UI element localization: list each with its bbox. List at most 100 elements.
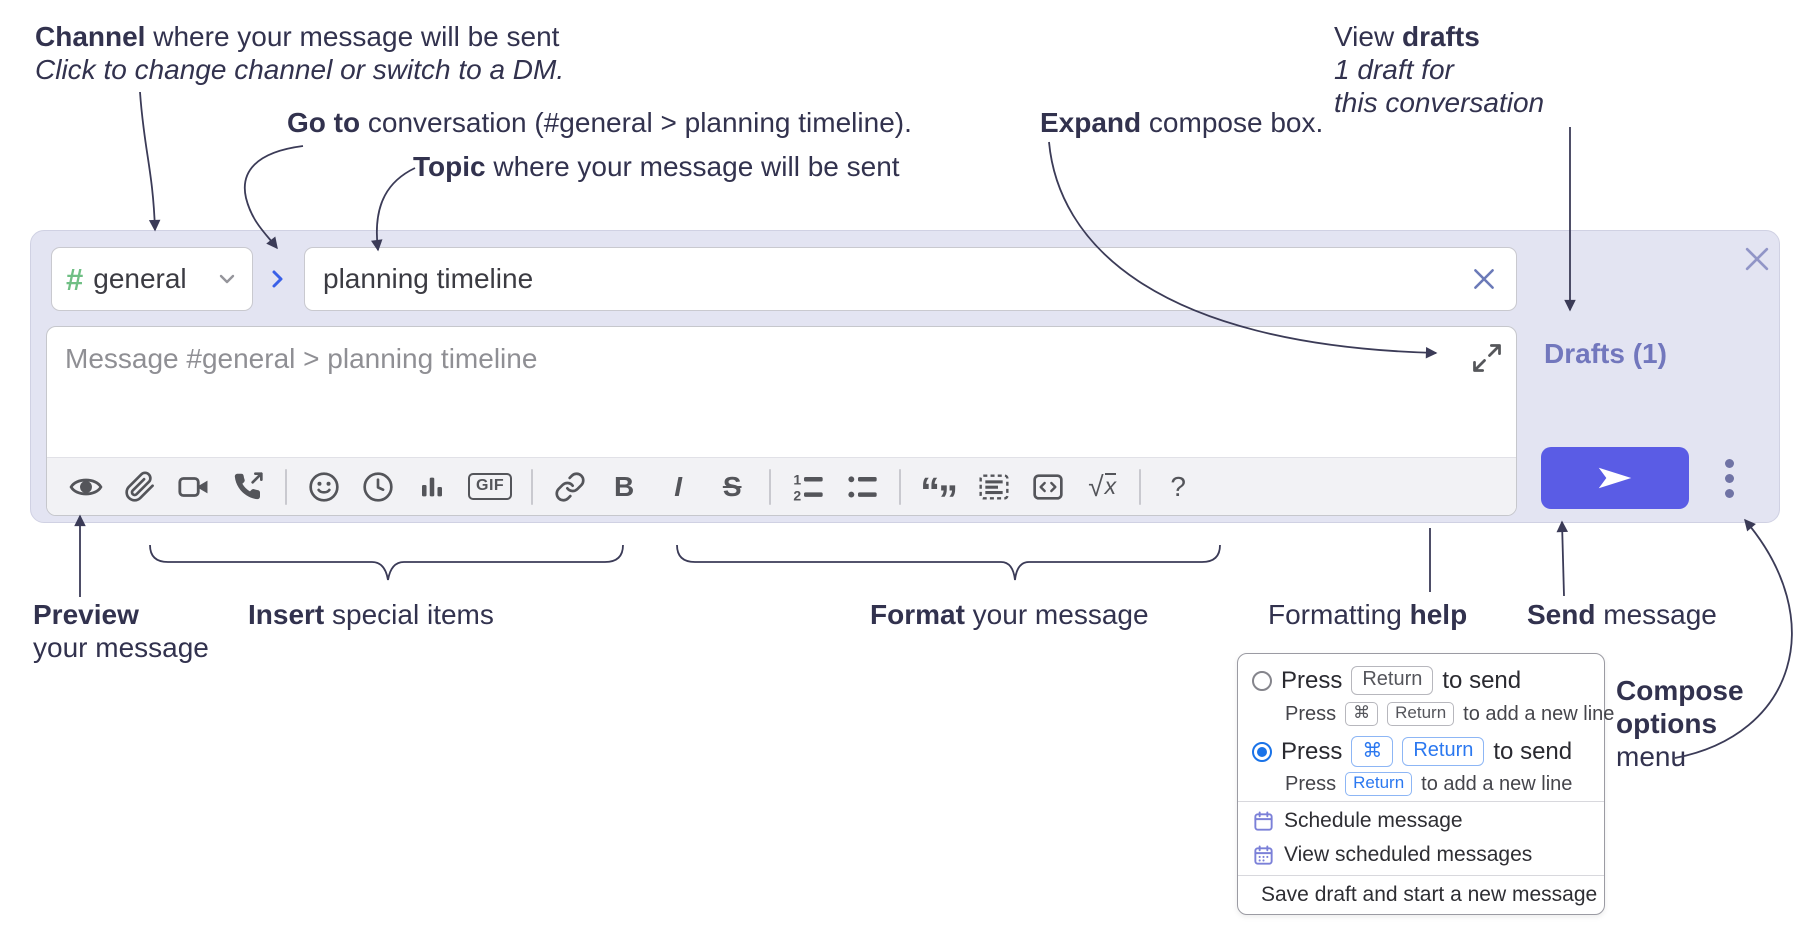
svg-text:2: 2 xyxy=(794,487,802,503)
annotation-topic: Topic where your message will be sent xyxy=(413,151,900,182)
quote-button[interactable]: “ ” xyxy=(920,465,959,522)
popup-divider xyxy=(1238,875,1604,876)
formatting-help-button[interactable]: ? xyxy=(1160,465,1196,509)
strikethrough-icon: S xyxy=(722,470,742,502)
toolbar-divider xyxy=(531,468,534,505)
italic-button[interactable]: I xyxy=(660,465,696,509)
topic-input[interactable] xyxy=(305,263,1470,295)
message-box: GIF B I S xyxy=(46,326,1517,522)
toolbar-divider xyxy=(285,468,287,505)
preview-button[interactable] xyxy=(68,465,104,509)
ellipsis-dot xyxy=(1724,474,1734,483)
annotation-expand: Expand compose box. xyxy=(1040,107,1324,138)
calendar-icon xyxy=(1254,810,1273,831)
toolbar-divider xyxy=(769,468,772,505)
annotation-formatting-help: Formatting help xyxy=(1268,599,1468,630)
close-icon xyxy=(1745,247,1769,271)
channel-selector[interactable]: # general xyxy=(51,247,253,311)
chevron-right-icon xyxy=(272,270,283,288)
math-icon: √x xyxy=(1088,470,1117,502)
compose-box: # general xyxy=(30,230,1780,523)
radio-option-return-to-send[interactable]: Press Return to send xyxy=(1252,666,1594,695)
quote-icon: “ ” xyxy=(920,469,959,522)
annotation-goto: Go to conversation (#general > planning … xyxy=(287,107,912,138)
strikethrough-button[interactable]: S xyxy=(714,465,750,509)
toolbar-divider xyxy=(899,468,902,505)
channel-hash-icon: # xyxy=(66,261,84,297)
menu-item-schedule-message[interactable]: Schedule message xyxy=(1252,809,1594,833)
popup-divider xyxy=(1238,801,1604,802)
return-key: Return xyxy=(1351,666,1434,695)
annotation-preview: Preview your message xyxy=(33,599,209,663)
topic-input-wrap xyxy=(304,247,1517,311)
menu-item-save-draft[interactable]: Save draft and start a new message xyxy=(1252,883,1597,907)
clock-icon xyxy=(363,471,393,502)
italic-icon: I xyxy=(674,470,683,502)
spoiler-button[interactable] xyxy=(976,465,1012,509)
bulleted-list-button[interactable] xyxy=(844,465,880,509)
chevron-down-icon xyxy=(219,274,235,284)
cmd-key: ⌘ xyxy=(1351,736,1394,767)
paperclip-icon xyxy=(125,471,154,502)
calendar-dots-icon xyxy=(1254,844,1273,865)
voice-call-button[interactable] xyxy=(230,465,266,509)
radio-selected-icon[interactable] xyxy=(1252,741,1272,762)
eye-icon xyxy=(69,478,103,495)
annotation-format: Format your message xyxy=(870,599,1149,630)
ellipsis-dot xyxy=(1724,489,1734,498)
expand-compose-button[interactable] xyxy=(1472,343,1502,373)
question-mark-icon: ? xyxy=(1170,470,1186,502)
numbered-list-icon: 1 2 xyxy=(794,471,823,503)
video-camera-icon xyxy=(178,476,208,497)
return-key: Return xyxy=(1402,737,1485,766)
gif-button[interactable]: GIF xyxy=(468,465,513,509)
radio-sub-return: Press ⌘ Return to add a new line xyxy=(1285,702,1615,726)
return-key: Return xyxy=(1345,772,1413,796)
code-icon xyxy=(1033,473,1063,500)
toolbar-divider xyxy=(1139,468,1142,505)
numbered-list-button[interactable]: 1 2 xyxy=(790,465,826,509)
bar-chart-icon xyxy=(422,477,442,496)
compose-options-button[interactable] xyxy=(1719,459,1739,498)
poll-button[interactable] xyxy=(414,465,450,509)
spoiler-icon xyxy=(979,473,1009,500)
return-key: Return xyxy=(1387,702,1455,726)
drafts-link[interactable]: Drafts (1) xyxy=(1544,338,1667,369)
bulleted-list-icon xyxy=(848,475,877,498)
annotation-compose-options: Compose options menu xyxy=(1616,675,1744,772)
bold-icon: B xyxy=(614,470,635,502)
link-button[interactable] xyxy=(552,465,588,509)
attach-file-button[interactable] xyxy=(122,465,158,509)
paper-plane-icon xyxy=(1598,467,1632,489)
menu-item-view-scheduled[interactable]: View scheduled messages xyxy=(1252,843,1594,867)
annotation-view-drafts: View drafts 1 draft for this conversatio… xyxy=(1334,21,1545,118)
code-button[interactable] xyxy=(1030,465,1066,509)
radio-sub-cmd-return: Press Return to add a new line xyxy=(1285,772,1573,796)
expand-icon xyxy=(1473,344,1501,372)
annotation-channel: Channel where your message will be sent … xyxy=(35,21,565,85)
cmd-key: ⌘ xyxy=(1345,702,1379,726)
send-options-popup: Press Return to send Press ⌘ Return to a… xyxy=(1237,653,1615,915)
emoji-button[interactable] xyxy=(306,465,342,509)
go-to-conversation-button[interactable] xyxy=(257,259,297,299)
math-button[interactable]: √x xyxy=(1084,465,1120,509)
annotation-send: Send message xyxy=(1527,599,1717,630)
compose-toolbar: GIF B I S xyxy=(47,457,1516,522)
svg-text:1: 1 xyxy=(794,471,802,487)
gif-icon: GIF xyxy=(468,473,513,500)
send-button[interactable] xyxy=(1541,447,1689,509)
video-call-button[interactable] xyxy=(176,465,212,509)
bold-button[interactable]: B xyxy=(606,465,642,509)
schedule-time-button[interactable] xyxy=(360,465,396,509)
channel-name: general xyxy=(93,263,187,294)
annotation-insert: Insert special items xyxy=(248,599,494,630)
radio-unselected-icon[interactable] xyxy=(1252,670,1272,691)
message-input[interactable] xyxy=(63,341,1447,455)
link-icon xyxy=(555,471,585,502)
clear-x-icon xyxy=(1474,269,1494,289)
radio-option-cmd-return-to-send[interactable]: Press ⌘ Return to send xyxy=(1252,736,1594,767)
phone-call-icon xyxy=(234,471,263,499)
close-compose-button[interactable] xyxy=(1741,243,1773,275)
clear-topic-button[interactable] xyxy=(1470,265,1498,293)
